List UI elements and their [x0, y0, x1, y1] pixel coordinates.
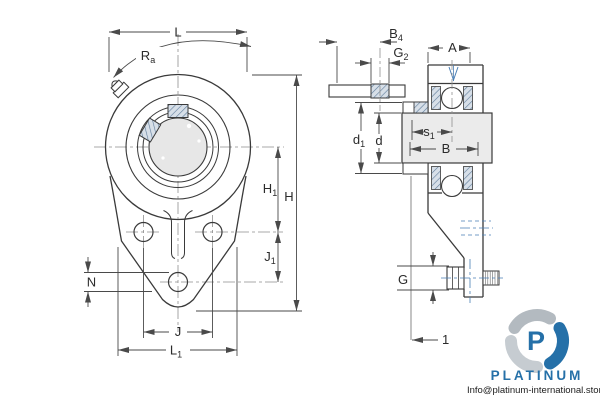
label-J1: J1: [264, 249, 276, 266]
locking-collar: [402, 101, 429, 175]
label-J: J: [175, 324, 182, 339]
set-screw-top: [167, 104, 189, 118]
dimension-L1: [117, 247, 238, 356]
label-d: d: [375, 133, 382, 148]
label-G: G: [398, 272, 408, 287]
hidden-detail-lines: [441, 220, 503, 303]
dimension-G: [397, 252, 449, 304]
bolt-holes: [133, 221, 223, 293]
label-H1: H1: [263, 181, 277, 198]
flange-outline: [109, 175, 247, 308]
locking-collar-detail: [328, 48, 406, 111]
bore-highlights: [161, 123, 201, 160]
dimension-d1: [355, 102, 402, 174]
label-B4: B4: [389, 26, 403, 43]
bearing-elements: [431, 60, 473, 198]
logo-monogram: P: [527, 326, 545, 356]
flange-relief-notch: [163, 210, 193, 259]
label-H: H: [284, 189, 293, 204]
dimension-N: [84, 257, 169, 307]
label-s1: s1: [423, 124, 435, 141]
dimension-H: [196, 74, 302, 312]
set-screw-side: [138, 117, 162, 143]
logo-brand-text: PLATINUM: [491, 368, 584, 383]
dimension-Ra: [113, 40, 252, 78]
label-B: B: [442, 141, 451, 156]
label-L1: L1: [170, 343, 182, 360]
side-view: [328, 48, 503, 343]
label-Ra: Ra: [141, 48, 155, 65]
label-callout-1: 1: [442, 332, 449, 347]
dimension-d: [374, 112, 401, 164]
label-N: N: [87, 275, 96, 290]
label-d1: d1: [353, 132, 365, 149]
dimension-s1: [411, 120, 452, 140]
dimension-A: [427, 45, 471, 63]
label-L: L: [174, 25, 181, 40]
item-callout: [410, 176, 438, 343]
label-G2: G2: [393, 45, 408, 62]
logo-swirl-icon: [505, 309, 569, 373]
platinum-logo: P PLATINUM Info@platinum-international.s…: [467, 309, 600, 396]
shaft-section: [401, 112, 493, 164]
logo-contact-text: Info@platinum-international.store: [467, 385, 600, 396]
grease-fitting-icon: [110, 79, 130, 99]
dimension-B: [409, 142, 479, 156]
dimension-B4: [319, 39, 397, 83]
dimension-G2: [355, 58, 405, 83]
front-view: [94, 34, 284, 332]
front-dimensions: [84, 29, 302, 356]
dimension-J: [143, 248, 213, 338]
label-A: A: [448, 40, 457, 55]
side-dimensions: [319, 39, 479, 304]
front-centerlines: [94, 34, 284, 332]
